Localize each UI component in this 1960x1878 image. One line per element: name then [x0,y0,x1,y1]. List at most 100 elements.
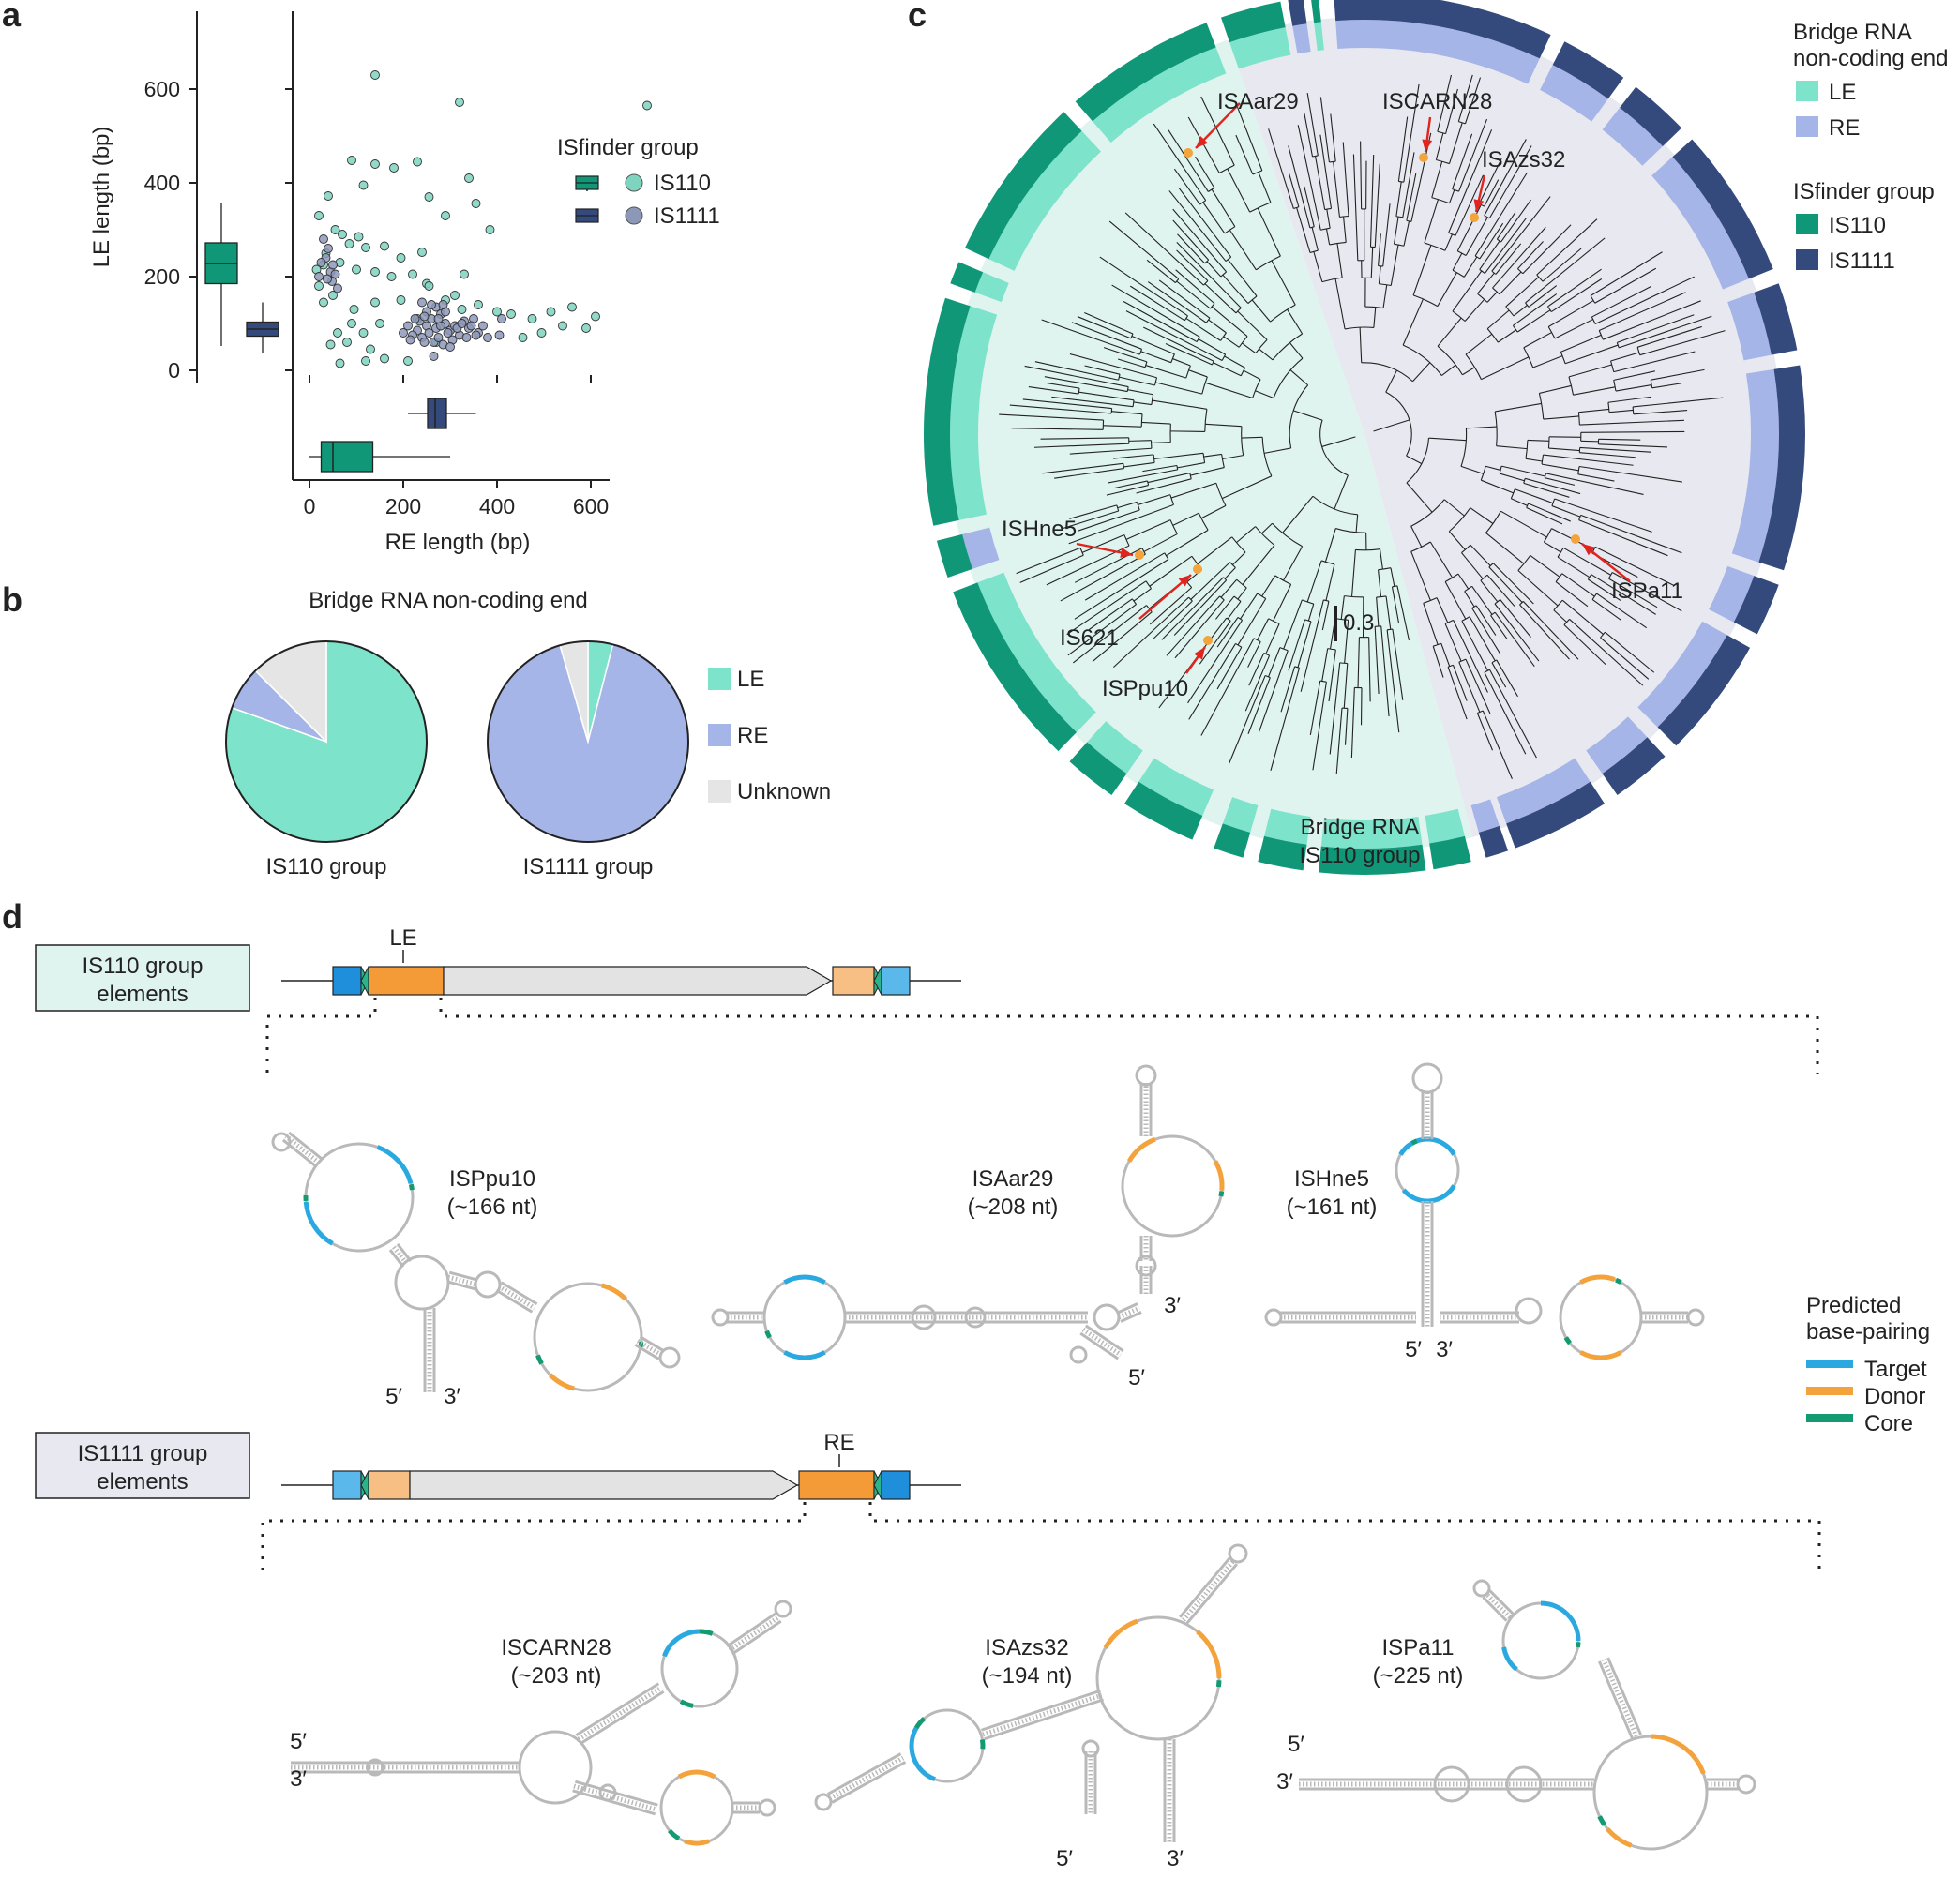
isaar29-5prime: 5′ [1128,1365,1145,1390]
tree-leaf-branch [1452,133,1473,189]
tree-branch [1486,291,1498,303]
scatter-point [335,358,345,368]
tree-leaf-branch [1187,116,1220,173]
rna-stem-strand [448,1270,478,1282]
tree-branch-arc [1312,495,1358,516]
tree-branch [1461,621,1488,671]
highlight-node [1419,153,1428,162]
tree-leaf-branch [1235,134,1254,175]
tree-leaf-branch [1344,708,1349,745]
tree-branch [1141,421,1171,425]
rna-loop [1686,1308,1705,1327]
scatter-point [358,180,369,190]
tree-branch [1103,425,1142,428]
tree-branch-arc [1477,293,1488,303]
ring-inner-segment [1320,816,1423,849]
tree-branch [1263,447,1291,454]
ring-inner-segment [1087,721,1143,774]
tree-branch-arc [1202,453,1206,463]
y-axis-label: LE length (bp) [89,127,114,268]
scatter-point [342,338,352,347]
pie-is110-label: IS110 group [266,854,387,879]
rna-ispu10-name: ISPpu10 [449,1166,535,1192]
tree-branch [1573,386,1616,396]
rna-stem-strand [575,1682,660,1737]
tree-branch-arc [1591,316,1596,324]
tree-leaf-branch [1448,129,1493,233]
rna-loop [814,1793,833,1811]
tree-leaf-branch [1591,285,1651,318]
tree-branch [1149,555,1193,587]
tree-leaf-branch [1633,410,1688,415]
tree-leaf-branch [1060,553,1146,602]
tree-branch [1562,547,1611,576]
isaar29-3prime: 3′ [1164,1293,1181,1318]
tree-branch-arc [1320,227,1331,231]
tree-leaf-branch [1216,646,1243,690]
isazs32-target-seg [909,1726,936,1782]
rna-stem-strand [634,1344,660,1360]
tree-leaf-branch [1084,552,1166,601]
tree-branch-arc [1410,499,1445,527]
tree-branch-arc [1144,361,1148,368]
rna-stem-pairs [577,1685,663,1742]
tree-branch [1271,260,1296,306]
ring-inner-segment [1540,65,1608,122]
tree-branch-arc [1151,394,1154,405]
ring-legend-le-swatch [1796,81,1818,101]
tree-leaf-branch [1465,658,1491,714]
tree-branch-arc [1444,619,1454,624]
rna-loop [964,1306,987,1329]
scatter-point [328,260,338,270]
ispu10-donor-seg [601,1283,628,1301]
ishne5-target-seg [1398,1136,1456,1156]
scatter-points [311,70,652,368]
rna-loop [1135,1255,1157,1277]
bp-legend-donor: Donor [1864,1384,1925,1409]
tree-branch [1204,283,1237,314]
tree-leaf-branch [1069,504,1118,519]
rna-loop [1081,1739,1100,1758]
tree-leaf-branch [1117,358,1146,368]
tree-branch-arc [1272,522,1303,548]
tree-leaf-branch [1077,316,1132,339]
tree-leaf-branch [1490,615,1508,639]
tree-branch [1258,172,1272,203]
tree-leaf-branch [1304,113,1314,158]
tree-branch [1500,510,1547,538]
tree-leaf-branch [1174,599,1225,659]
tree-branch [1523,332,1552,349]
tree-branch [1128,440,1152,442]
ring-outer-segment [1124,781,1203,840]
tree-leaf-branch [1111,284,1200,338]
panel-label-a: a [2,0,22,34]
tree-branch [1138,494,1171,505]
tree-branch [1406,482,1433,513]
tree-leaf-branch [1591,598,1622,622]
bp-legend-title-1: Predicted [1806,1293,1901,1318]
tree-leaf-branch [1590,251,1663,296]
tree-leaf-branch [1113,454,1154,459]
tree-leaf-branch [1580,430,1685,433]
tree-branch [1410,551,1431,601]
rna-stem-pairs [728,1615,780,1653]
highlight-arrowhead [1178,575,1191,587]
ishne5-5prime: 5′ [1405,1337,1422,1362]
tree-branch [1513,305,1528,317]
ring-outer-segment [950,262,984,293]
ring-inner-segment [1093,47,1227,143]
rna-stem-strand [1084,1324,1124,1353]
ring-outer-segment [1318,844,1426,875]
ispu10-3prime: 3′ [444,1384,460,1409]
tree-branch [1561,573,1595,597]
tree-branch [1211,188,1236,227]
rna-loop [518,1730,593,1805]
tree-leaf-branch [1596,593,1648,629]
tree-leaf-branch [1455,174,1485,236]
tree-branch-arc [1255,339,1268,354]
tree-leaf-branch [1639,330,1726,356]
tree-branch [1378,265,1381,284]
ring-outer-segment [1220,1,1286,43]
tree-leaf-branch [1319,97,1330,163]
ishne5-target-seg [1401,1184,1456,1204]
